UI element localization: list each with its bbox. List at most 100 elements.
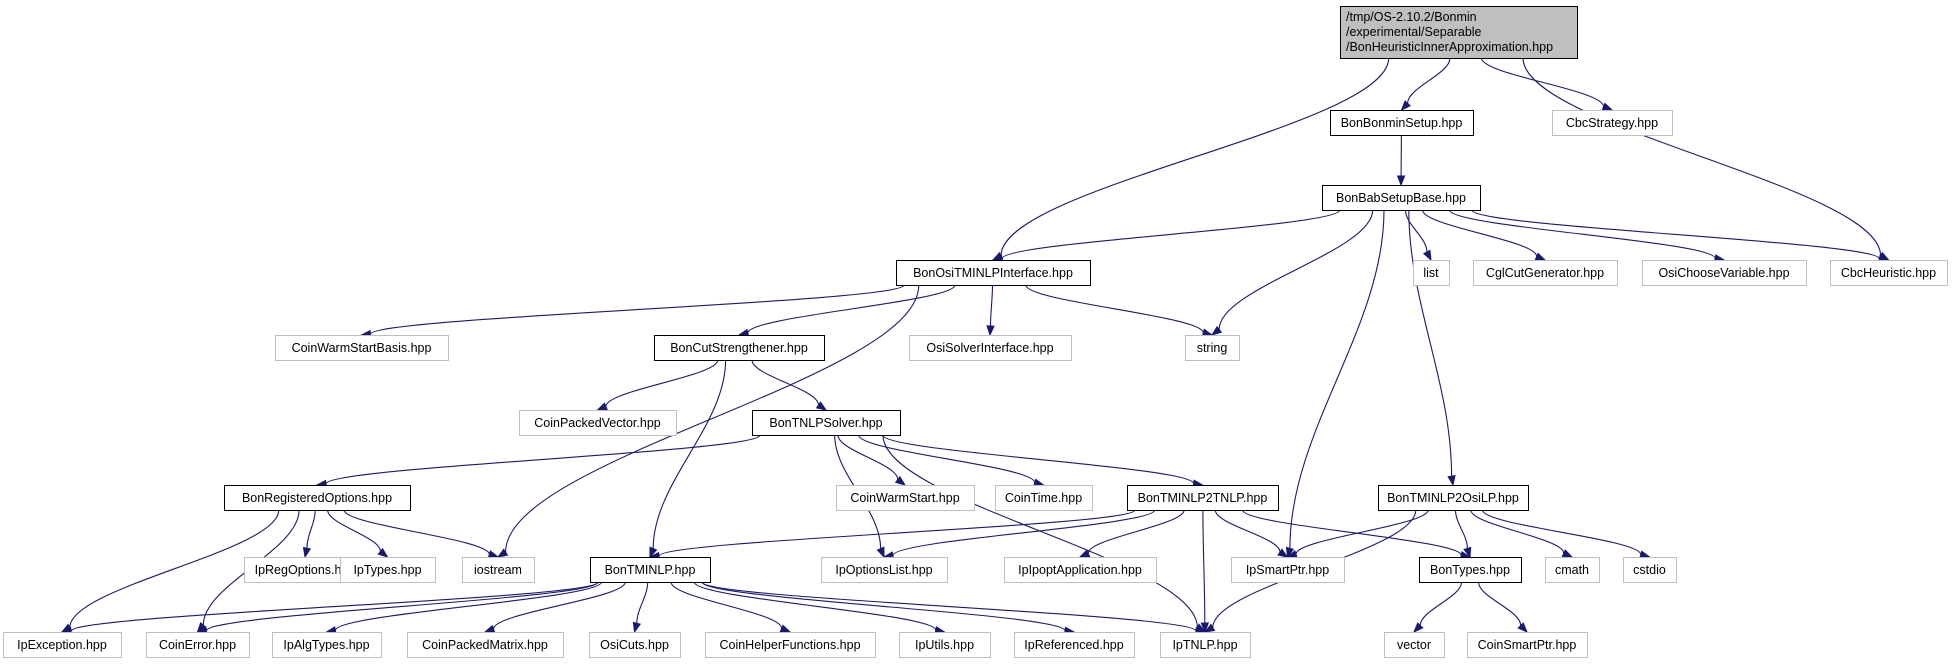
node-iputils: IpUtils.hpp: [899, 632, 991, 658]
node-tminlp2osilp[interactable]: BonTMINLP2OsiLP.hpp: [1378, 485, 1529, 511]
node-coinerror: CoinError.hpp: [146, 632, 250, 658]
node-cglcut: CglCutGenerator.hpp: [1473, 260, 1618, 286]
node-label: /experimental/Separable: [1346, 25, 1482, 39]
node-label: CoinPackedMatrix.hpp: [422, 638, 548, 652]
edge-arrowhead: [1447, 474, 1456, 487]
edge-tminlp2tnlp-to-iptnlp: [1200, 509, 1210, 634]
node-string: string: [1185, 335, 1240, 361]
edge-line: [1408, 209, 1453, 477]
node-cutstr[interactable]: BonCutStrengthener.hpp: [654, 335, 825, 361]
node-tminlp[interactable]: BonTMINLP.hpp: [590, 557, 711, 583]
node-label: cstdio: [1633, 563, 1666, 577]
node-ositminlp[interactable]: BonOsiTMINLPInterface.hpp: [896, 260, 1091, 286]
edge-line: [1242, 509, 1462, 556]
edge-arrowhead: [1203, 623, 1216, 633]
node-label: IpException.hpp: [17, 638, 107, 652]
edge-cutstr-to-coinpv: [596, 359, 719, 411]
edge-line: [1218, 209, 1374, 330]
edge-babsetupbase-to-list: [1404, 209, 1432, 262]
edge-line: [1480, 57, 1605, 107]
edge-line: [1295, 509, 1429, 555]
node-tnlpsolver[interactable]: BonTNLPSolver.hpp: [752, 410, 901, 436]
node-label: IpOptionsList.hpp: [835, 563, 932, 577]
node-box: [1231, 557, 1345, 583]
edge-tnlpsolver-to-tminlp2tnlp: [881, 434, 1204, 488]
edge-line: [205, 581, 599, 632]
node-label: CbcStrategy.hpp: [1566, 116, 1658, 130]
node-vector: vector: [1384, 632, 1445, 658]
node-box: [1160, 632, 1251, 658]
node-babsetupbase[interactable]: BonBabSetupBase.hpp: [1322, 185, 1481, 211]
edge-tminlp2tnlp-to-ipsmartptr: [1214, 509, 1289, 558]
edge-line: [701, 581, 1197, 632]
node-coinpv: CoinPackedVector.hpp: [519, 410, 677, 436]
edge-arrowhead: [1463, 546, 1472, 559]
node-box: [590, 557, 711, 583]
node-cointime: CoinTime.hpp: [995, 485, 1093, 511]
edge-arrowhead: [1601, 102, 1614, 111]
node-tminlp2tnlp[interactable]: BonTMINLP2TNLP.hpp: [1127, 485, 1279, 511]
edge-line: [636, 581, 649, 624]
node-box: [1830, 260, 1948, 286]
edge-ositminlp-to-string: [1025, 284, 1214, 337]
edge-root-to-cbcheur: [1522, 57, 1890, 261]
edge-ositminlp-to-osisolver: [986, 284, 995, 337]
edge-line: [1001, 209, 1341, 260]
node-box: [589, 632, 681, 658]
edge-babsetupbase-to-ositminlp: [991, 209, 1341, 263]
graph-nodes: /tmp/OS-2.10.2/Bonmin/experimental/Separ…: [3, 6, 1948, 658]
node-bonminsetup[interactable]: BonBonminSetup.hpp: [1330, 110, 1474, 136]
node-cstdio: cstdio: [1623, 557, 1677, 583]
node-label: string: [1197, 341, 1228, 355]
edge-arrowhead: [986, 325, 995, 337]
edge-line: [1481, 509, 1642, 555]
edge-line: [1470, 509, 1565, 554]
node-label: OsiCuts.hpp: [600, 638, 669, 652]
node-label: OsiChooseVariable.hpp: [1658, 266, 1789, 280]
edge-tminlp2tnlp-to-bontypes: [1242, 509, 1472, 560]
edge-line: [1448, 209, 1716, 259]
node-iptnlp: IpTNLP.hpp: [1160, 632, 1251, 658]
node-box: [407, 632, 564, 658]
node-regopts[interactable]: BonRegisteredOptions.hpp: [224, 485, 411, 511]
node-label: iostream: [474, 563, 522, 577]
node-label: CoinError.hpp: [159, 638, 236, 652]
edge-line: [1419, 581, 1463, 626]
edge-cutstr-to-tminlp: [649, 359, 727, 559]
node-label: CoinPackedVector.hpp: [534, 416, 661, 430]
edge-line: [701, 581, 1066, 632]
edge-line: [1214, 509, 1281, 553]
node-box: [1004, 557, 1157, 583]
node-osicuts: OsiCuts.hpp: [589, 632, 681, 658]
node-box: [1378, 485, 1529, 511]
node-box: [1623, 557, 1677, 583]
node-box: [146, 632, 250, 658]
edge-line: [492, 581, 626, 630]
node-label: BonTMINLP2OsiLP.hpp: [1387, 491, 1519, 505]
node-coinpm: CoinPackedMatrix.hpp: [407, 632, 564, 658]
node-label: IpAlgTypes.hpp: [283, 638, 369, 652]
edge-line: [989, 284, 994, 327]
node-box: [1185, 335, 1240, 361]
edge-tnlpsolver-to-cointime: [858, 434, 1045, 487]
edge-bontypes-to-vector: [1413, 581, 1463, 634]
edge-line: [658, 509, 1136, 557]
node-label: /tmp/OS-2.10.2/Bonmin: [1346, 10, 1477, 24]
edge-regopts-to-ipregopts: [302, 509, 316, 559]
node-box: [1419, 557, 1522, 583]
node-ipsmartptr: IpSmartPtr.hpp: [1231, 557, 1345, 583]
edge-line: [327, 509, 381, 552]
edge-tminlp-to-iptnlp: [701, 581, 1207, 636]
edge-arrowhead: [1285, 546, 1295, 559]
node-coinsmartptr: CoinSmartPtr.hpp: [1467, 632, 1588, 658]
edge-babsetupbase-to-tminlp2osilp: [1408, 209, 1456, 487]
node-label: CoinHelperFunctions.hpp: [719, 638, 860, 652]
node-cbcheur: CbcHeuristic.hpp: [1830, 260, 1948, 286]
node-label: /BonHeuristicInnerApproximation.hpp: [1346, 40, 1553, 54]
node-ipalgtypes: IpAlgTypes.hpp: [272, 632, 382, 658]
node-bontypes[interactable]: BonTypes.hpp: [1419, 557, 1522, 583]
node-box: [272, 632, 382, 658]
edge-ositminlp-to-coinwsbasis: [360, 284, 905, 339]
node-box: [836, 485, 975, 511]
